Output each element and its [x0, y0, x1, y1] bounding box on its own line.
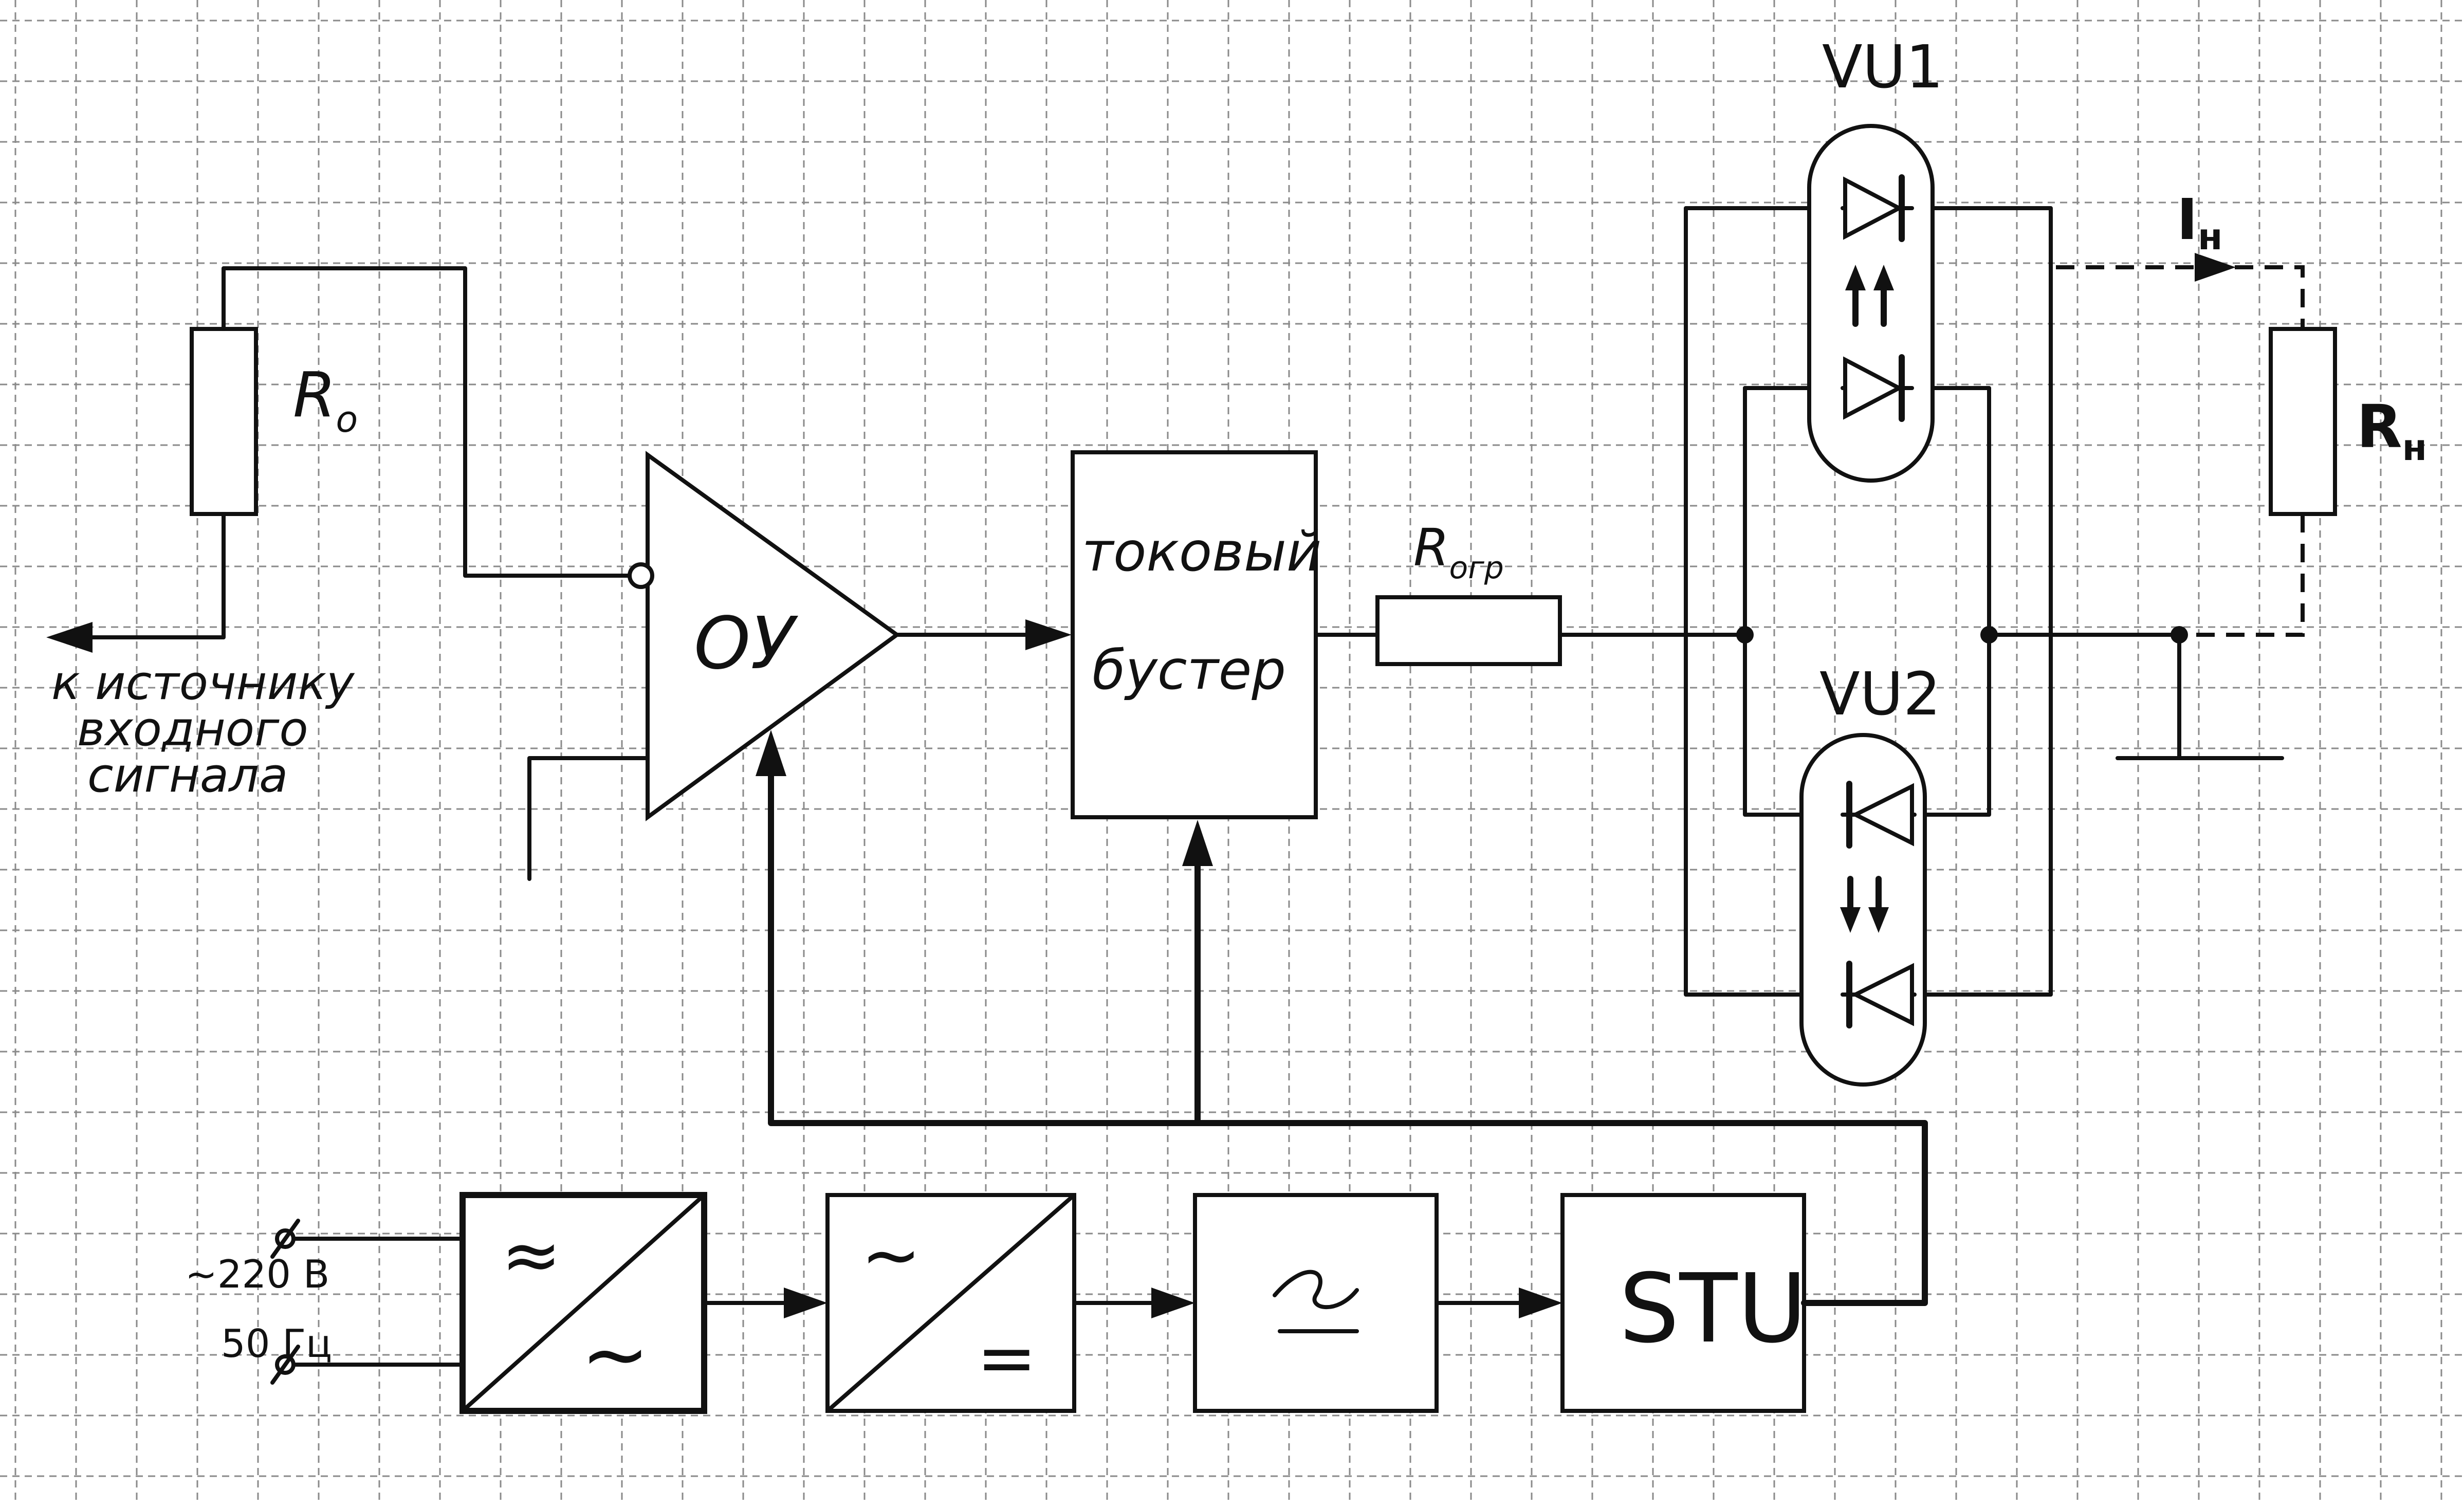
stabilizer-outline — [1560, 1193, 1806, 1413]
wire-outer-left — [1684, 206, 1847, 997]
stabilizer-label: STU — [1619, 1253, 1807, 1364]
vu1-light-arrowhead-2 — [1873, 265, 1894, 290]
arrow-into-rectifier — [784, 1288, 828, 1318]
source-caption-line-1: к источнику — [51, 655, 355, 710]
vu1-label: VU1 — [1822, 33, 1943, 102]
resistor-r0-label: Ro — [293, 360, 358, 440]
vu2-label: VU2 — [1819, 660, 1941, 729]
rectifier-diagonal — [825, 1193, 1076, 1413]
arrow-into-booster — [1025, 619, 1072, 650]
resistor-rload-body — [2269, 327, 2337, 516]
input-resistor-r0: Ro — [190, 327, 358, 516]
vu1-envelope — [1807, 124, 1935, 483]
wire-right-inner-loop — [1910, 386, 1991, 817]
stabilizer-block: STU — [1560, 1193, 1807, 1413]
transformer-input-symbol: ≈ — [501, 1214, 561, 1297]
vu1-light-arrowhead-1 — [1845, 265, 1866, 290]
booster-block — [1071, 450, 1318, 819]
mains-terminal-2-slash — [270, 1345, 300, 1385]
limiting-resistor: Rогр — [1375, 518, 1562, 666]
transformer-diagonal — [461, 1193, 706, 1413]
mains-voltage-label: ~220 В — [185, 1252, 329, 1297]
inverting-input-circle — [628, 562, 654, 589]
resistor-rload-label: Rн — [2357, 393, 2427, 469]
optocoupler-vu1: VU1 — [1807, 33, 1943, 483]
vu2-light-arrowhead-1 — [1840, 907, 1861, 933]
op-amp: ОУ — [628, 451, 900, 821]
op-amp-triangle — [646, 451, 900, 821]
rectifier-output-symbol: = — [977, 1316, 1037, 1400]
rectifier-block: ~ = — [825, 1193, 1076, 1413]
vu2-upper-diode-icon — [1851, 783, 1914, 847]
booster-label-line-1: токовый — [1082, 521, 1321, 583]
current-booster: токовый бустер — [1071, 450, 1321, 819]
booster-label-line-2: бустер — [1092, 639, 1286, 702]
wire-outer-right — [1910, 206, 2053, 997]
load-current-arrow — [2195, 253, 2236, 282]
arrow-into-stabilizer — [1519, 1288, 1562, 1318]
wire-supply-rail — [768, 752, 1928, 1306]
load-current-label: Iн — [2177, 187, 2222, 258]
wire-load-bottom-dashed — [2179, 514, 2305, 637]
arrow-supply-to-booster — [1182, 820, 1213, 866]
rectifier-input-symbol: ~ — [861, 1214, 921, 1297]
source-caption: к источнику входного сигнала — [51, 655, 355, 803]
resistor-r0-body — [190, 327, 258, 516]
filter-symbol-icon — [1273, 1270, 1359, 1310]
op-amp-label: ОУ — [694, 602, 798, 686]
resistor-rlimit-label: Rогр — [1413, 518, 1504, 586]
mains-frequency-label: 50 Гц — [221, 1321, 332, 1366]
wire-r0-to-source — [70, 512, 226, 639]
vu2-lower-diode-icon — [1851, 963, 1914, 1026]
filter-block — [1193, 1193, 1439, 1413]
transformer-block: ≈ ~ — [459, 1192, 707, 1414]
arrow-supply-to-opamp — [756, 730, 786, 776]
wire-load-top-dashed — [2056, 265, 2305, 329]
transformer-output-symbol: ~ — [581, 1306, 650, 1402]
resistor-rlimit-body — [1375, 595, 1562, 666]
arrow-into-filter — [1151, 1288, 1195, 1318]
arrow-to-signal-source — [46, 622, 93, 653]
wire-r0-to-inverting-input — [222, 266, 635, 578]
vu1-upper-diode-icon — [1843, 176, 1904, 240]
source-caption-line-3: сигнала — [87, 748, 288, 803]
mains-terminal-1-slash — [270, 1219, 300, 1259]
optocoupler-vu2: VU2 — [1799, 660, 1941, 1087]
vu2-light-arrowhead-2 — [1868, 907, 1889, 933]
wire-noninverting-input-ground — [527, 756, 650, 881]
source-caption-line-2: входного — [77, 702, 308, 757]
vu1-lower-diode-icon — [1843, 356, 1904, 420]
